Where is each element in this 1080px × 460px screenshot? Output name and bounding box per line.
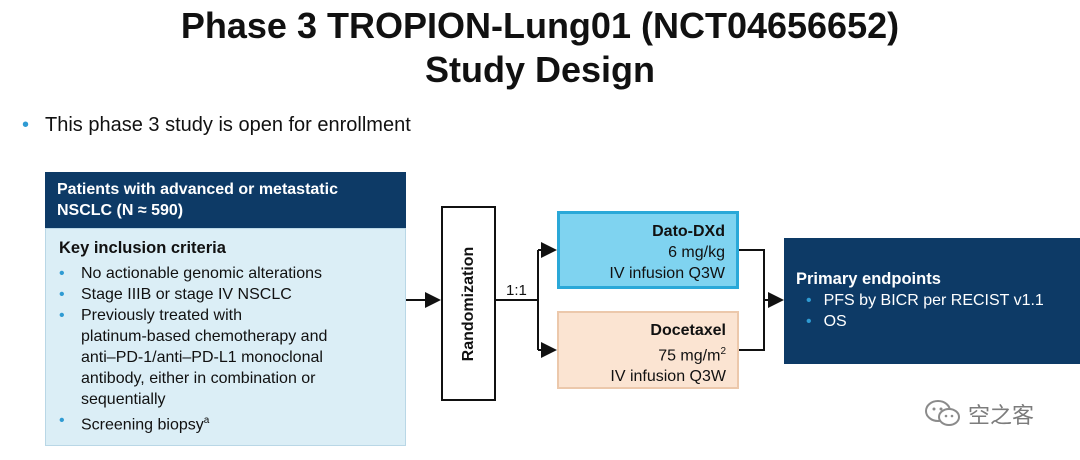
arm-name: Dato-DXd: [652, 223, 725, 240]
criteria-text-main: Screening biopsy: [81, 416, 204, 434]
criteria-line: sequentially: [81, 391, 166, 408]
criteria-line: antibody, either in combination or: [81, 370, 316, 387]
dose-superscript: 2: [720, 346, 726, 357]
randomization-ratio: 1:1: [506, 282, 527, 299]
randomization-label: Randomization: [459, 246, 477, 361]
bullet-dot-icon: •: [806, 313, 812, 330]
watermark-text: 空之客: [968, 403, 1035, 428]
criteria-item: • Previously treated with platinum-based…: [59, 305, 393, 410]
bullet-dot-icon: •: [59, 286, 65, 303]
slide-title: Phase 3 TROPION-Lung01 (NCT04656652) Stu…: [0, 4, 1080, 92]
endpoint-item: • PFS by BICR per RECIST v1.1: [796, 290, 1080, 311]
intro-bullet-text: This phase 3 study is open for enrollmen…: [45, 114, 411, 136]
intro-bullet: • This phase 3 study is open for enrollme…: [22, 112, 411, 138]
footnote-marker: a: [203, 415, 210, 426]
arm-dose: 75 mg/m2: [569, 341, 726, 366]
endpoint-text: PFS by BICR per RECIST v1.1: [823, 292, 1044, 309]
criteria-item: • Screening biopsya: [59, 410, 393, 435]
criteria-text: Previously treated with platinum-based c…: [81, 305, 393, 410]
bullet-dot-icon: •: [22, 114, 30, 136]
title-line-1: Phase 3 TROPION-Lung01 (NCT04656652): [180, 5, 900, 46]
merge-from-dato-dxd: [739, 249, 765, 300]
criteria-title: Key inclusion criteria: [59, 239, 226, 257]
endpoint-text: OS: [823, 313, 847, 330]
patients-header-line-2: NSCLC (N ≈ 590): [57, 202, 184, 219]
criteria-line: platinum-based chemotherapy and: [81, 328, 328, 345]
bullet-dot-icon: •: [806, 292, 812, 309]
wechat-icon: [925, 400, 960, 426]
watermark: 空之客: [924, 398, 1034, 430]
title-line-2: Study Design: [424, 49, 656, 90]
arm-dose: 6 mg/kg: [668, 244, 725, 261]
patients-header-line-1: Patients with advanced or metastatic: [57, 181, 338, 198]
criteria-item: • Stage IIIB or stage IV NSCLC: [59, 284, 393, 305]
primary-endpoints-box: Primary endpoints • PFS by BICR per RECIS…: [784, 238, 1080, 364]
arm-docetaxel: Docetaxel 75 mg/m2 IV infusion Q3W: [557, 311, 739, 389]
patients-header: Patients with advanced or metastatic NSC…: [45, 172, 406, 228]
arm-route: IV infusion Q3W: [609, 265, 725, 282]
endpoints-title: Primary endpoints: [796, 270, 941, 288]
criteria-text: No actionable genomic alterations: [81, 265, 323, 282]
criteria-text: Stage IIIB or stage IV NSCLC: [81, 286, 292, 303]
merge-from-docetaxel: [739, 300, 765, 351]
criteria-line: anti–PD-1/anti–PD-L1 monoclonal: [81, 349, 323, 366]
arm-route: IV infusion Q3W: [610, 368, 726, 386]
criteria-text: Screening biopsya: [81, 410, 393, 435]
bullet-dot-icon: •: [59, 307, 65, 324]
criteria-line: Previously treated with: [81, 307, 242, 324]
endpoint-item: • OS: [796, 311, 1080, 332]
arm-dato-dxd: Dato-DXd 6 mg/kg IV infusion Q3W: [557, 211, 739, 289]
randomization-box: Randomization: [441, 206, 496, 401]
inclusion-criteria-box: Key inclusion criteria • No actionable g…: [45, 228, 406, 446]
bullet-dot-icon: •: [59, 412, 65, 429]
arm-name: Docetaxel: [650, 322, 726, 339]
bullet-dot-icon: •: [59, 265, 65, 282]
arm-dose-value: 75 mg/m: [658, 347, 721, 365]
criteria-item: • No actionable genomic alterations: [59, 263, 393, 284]
